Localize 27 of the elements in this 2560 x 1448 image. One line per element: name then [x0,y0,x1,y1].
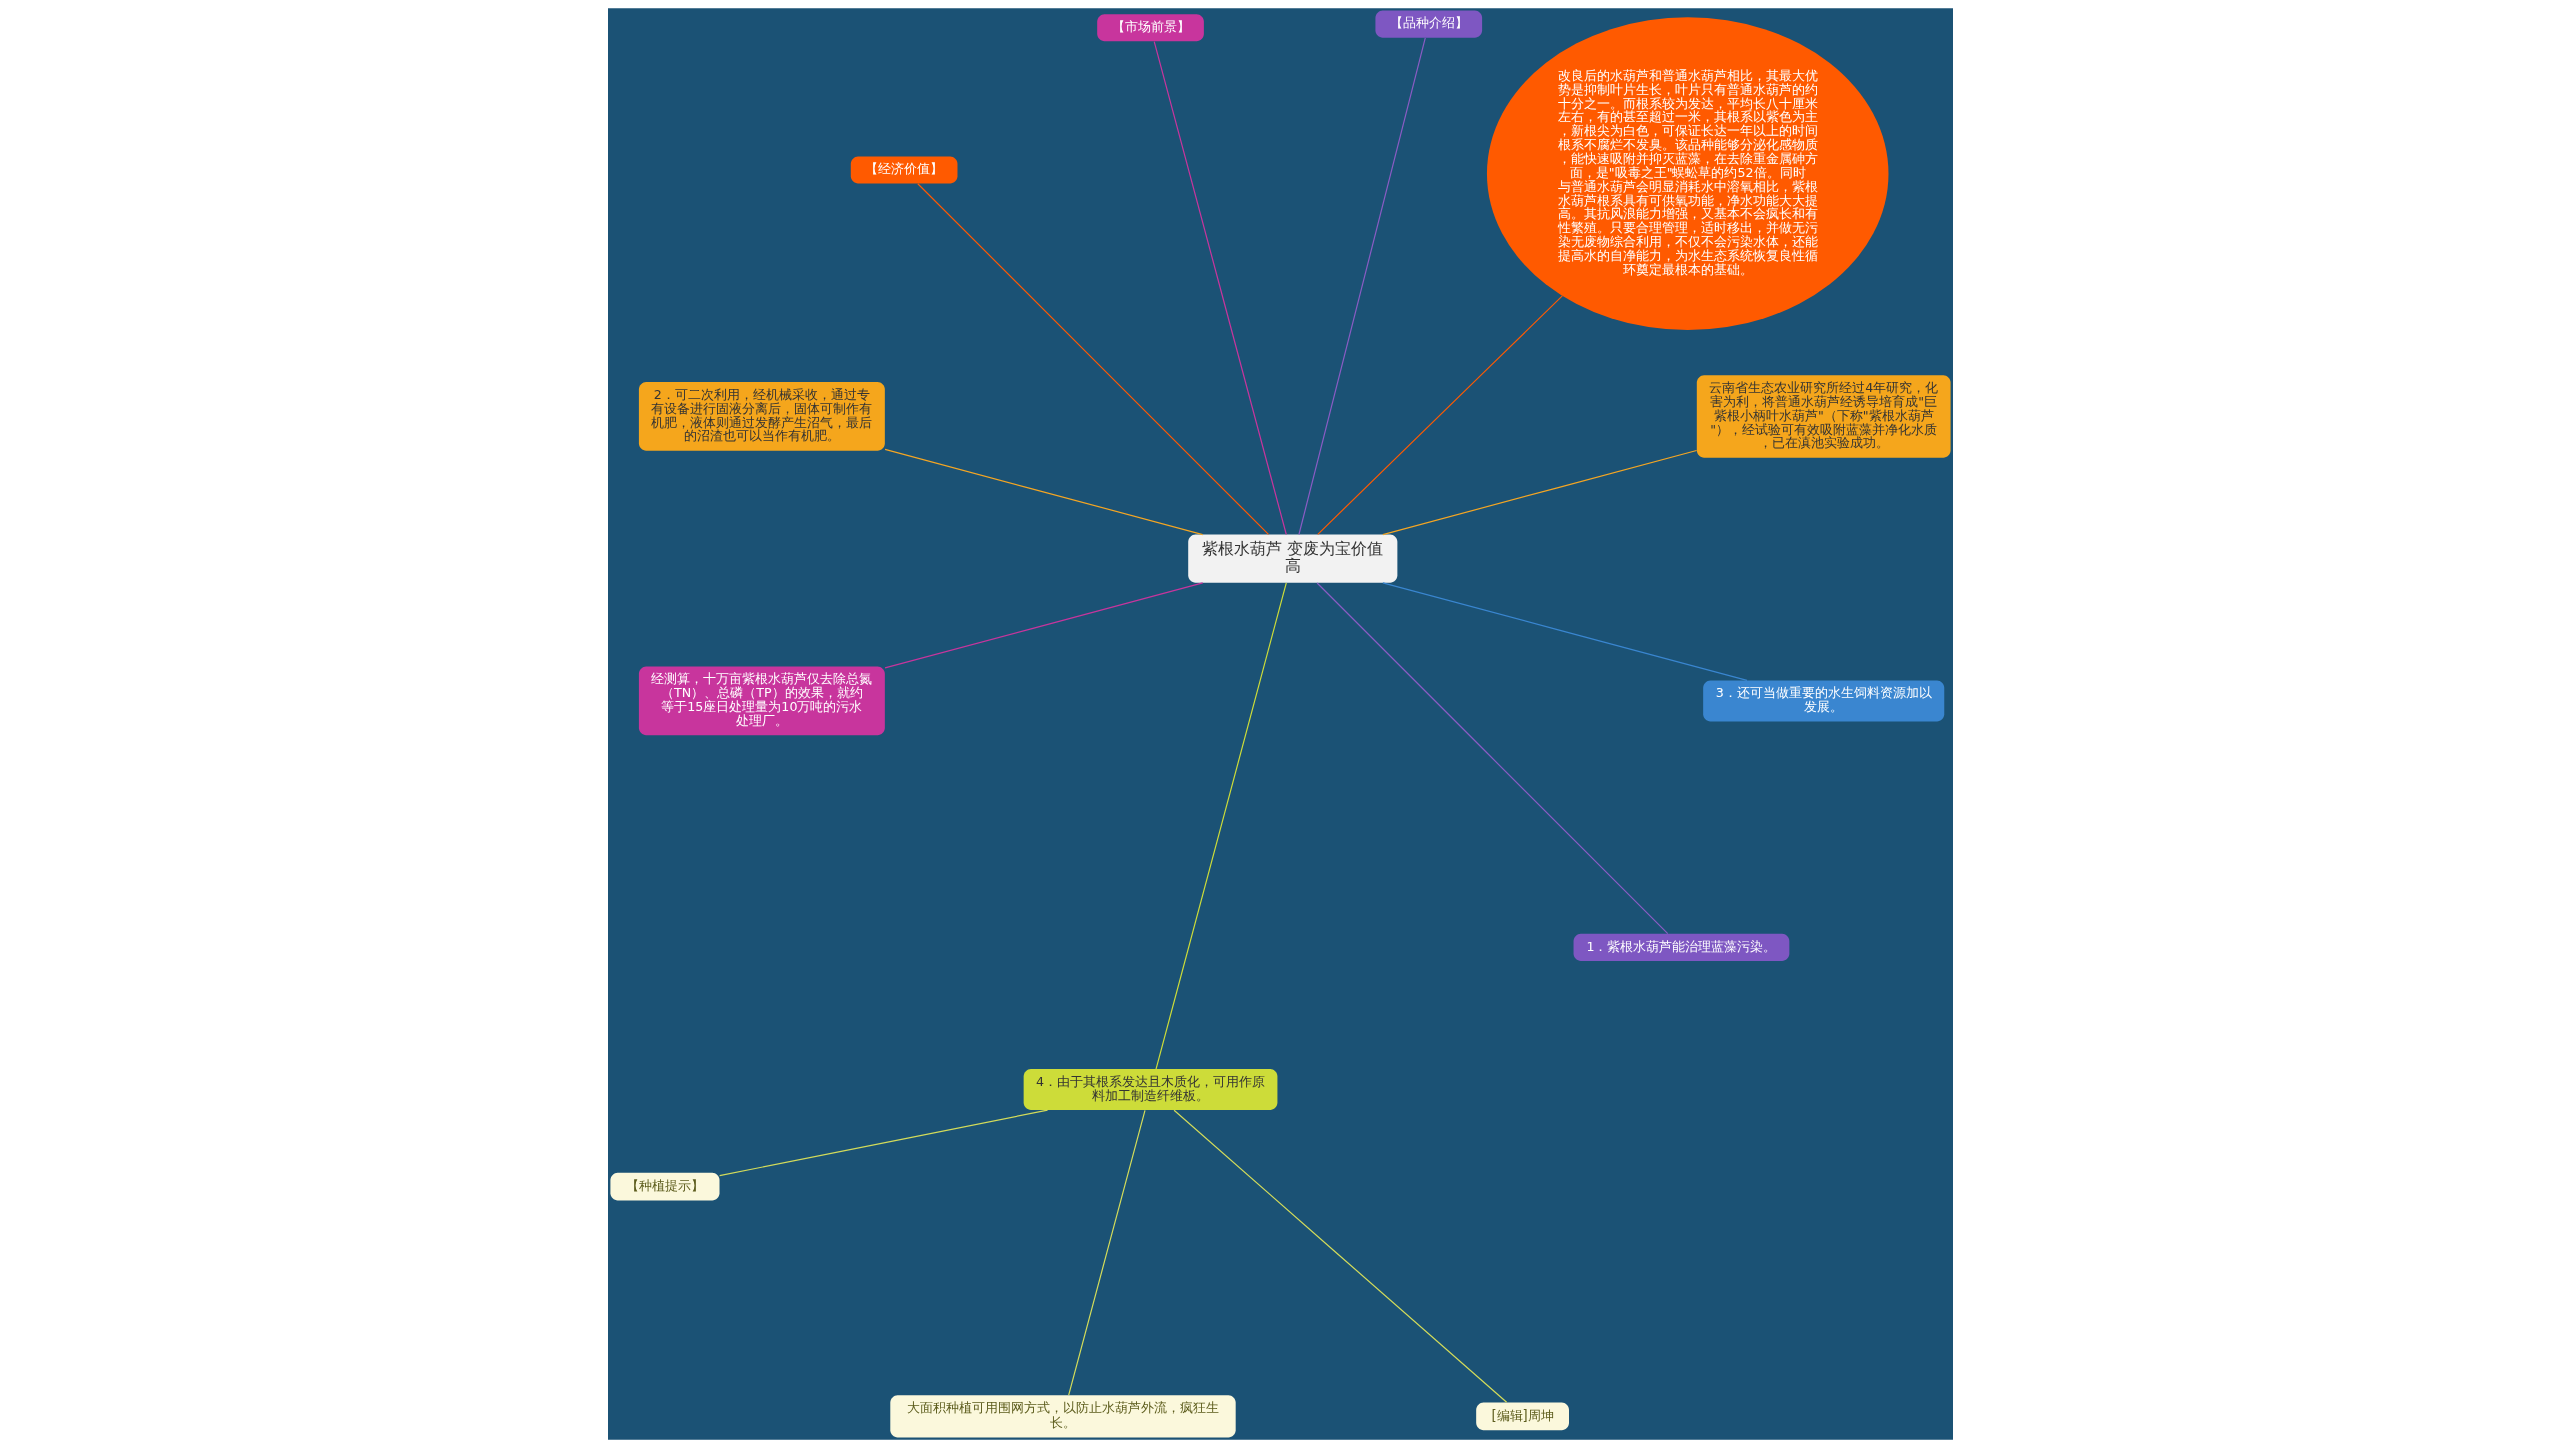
node-box: [编辑]周坤 [1475,1402,1569,1431]
connector [883,582,1203,669]
node-box: 紫根水葫芦 变废为宝价值高 [1187,534,1397,583]
node-box: 大面积种植可用围网方式，以防止水葫芦外流，疯狂生长。 [889,1395,1236,1438]
node-box: 【品种介绍】 [1374,10,1482,38]
node-box: 【市场前景】 [1096,14,1204,42]
node-ellipse: 改良后的水葫芦和普通水葫芦相比，其最大优势是抑制叶片生长，叶片只有普通水葫芦的约十分之一。而根系较为发达，平均长八十厘米左右，有的甚至超过一米，其根系以紫色为主，新根尖为白色，可保证长达一年以上的时间根系不腐烂不发臭。该品种能够分泌化感物质，能快速吸附并抑灭蓝藻，在去除重金属砷方面，是"吸毒之王"蜈蚣草的约52倍。同时与普通水葫芦会明显消耗水中溶氧相比，紫根水葫芦根系具有可供氧功能，净水功能大大提高。其抗风浪能力增强，又基本不会疯长和有性繁殖。只要合理管理，适时移出，并做无污染无废物综合利用，不仅不会污染水体，还能提高水的自净能力，为水生态系统恢复良性循环奠定最根本的基础。 [1486,17,1888,331]
connector [718,1109,1048,1177]
node-box: 2．可二次利用，经机械采收，通过专有设备进行固液分离后，固体可制作有机肥，液体则通过发酵产生沼气，最后的沼渣也可以当作有机肥。 [638,382,885,451]
node-box: 【种植提示】 [609,1172,719,1201]
connector [1067,1109,1146,1396]
node-box: 1．紫根水葫芦能治理蓝藻污染。 [1573,933,1789,961]
connector [1173,1109,1507,1403]
connector [1154,582,1287,1070]
connector [1153,40,1287,536]
connector [1297,37,1426,536]
connector [883,448,1203,536]
connector [1316,295,1563,535]
node-box: 4．由于其根系发达且木质化，可用作原料加工制造纤维板。 [1023,1069,1277,1111]
connector [916,183,1269,535]
node-box: 云南省生态农业研究所经过4年研究，化害为利，将普通水葫芦经诱导培育成"巨紫根小柄叶水葫芦"（下称"紫根水葫芦"），经试验可有效吸附蓝藻并净化水质，已在滇池实验成功。 [1696,375,1951,458]
node-box: 【经济价值】 [850,156,957,184]
node-box: 经测算，十万亩紫根水葫芦仅去除总氮（TN）、总磷（TP）的效果，就约等于15座日处理量为10万吨的污水处理厂。 [638,666,885,736]
connector [1381,449,1697,536]
connector [1316,582,1668,935]
connector [1381,582,1748,681]
node-box: 3．还可当做重要的水生饲料资源加以发展。 [1702,680,1944,722]
